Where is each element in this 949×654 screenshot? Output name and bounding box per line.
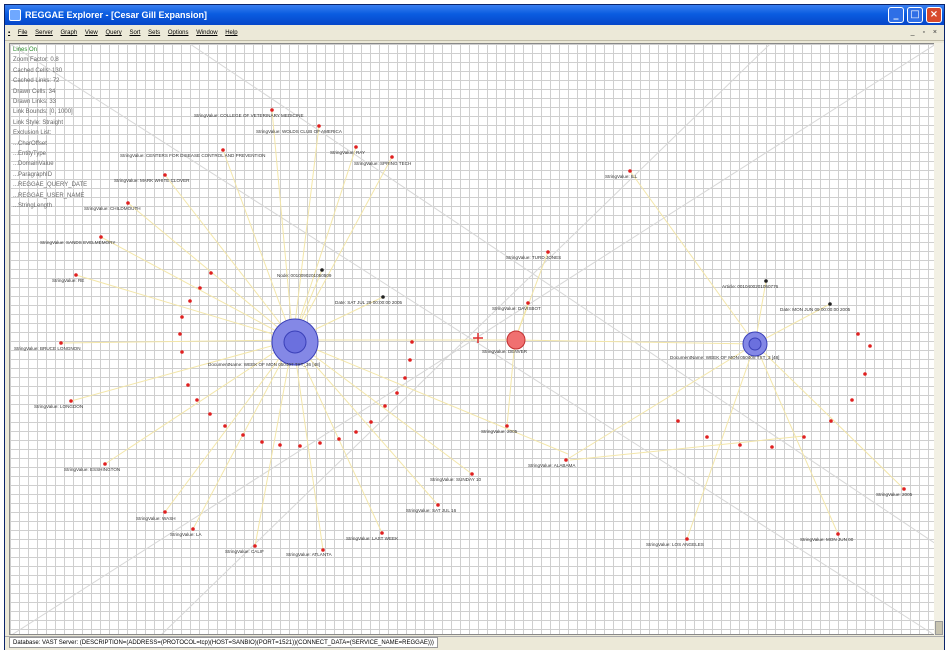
menu-sort[interactable]: Sort [129,30,141,36]
node-label[interactable]: StringValue: LAST WEEK [346,536,399,541]
status-text: Database: VAST Server: (DESCRIPTION=(ADD… [9,637,438,648]
menu-view[interactable]: View [84,30,98,36]
hub-right-label[interactable]: DocumentName: WEEK OF MON 050408 TXT_3 [… [670,355,779,360]
node-label[interactable]: StringValue: SANDS EVELMEMORY [40,240,115,245]
node-label[interactable]: StringValue: 2005 [876,492,913,497]
node-label[interactable]: StringValue: CHILDMOUTH [84,206,141,211]
mdi-window-controls[interactable]: _ ▫ × [910,29,940,36]
window-title: REGGAE Explorer - [Cesar Gill Expansion] [25,10,208,20]
nodes [59,108,906,552]
node-label[interactable]: StringValue: BRUCE LONGNON [14,346,81,351]
vertical-scrollbar[interactable] [934,43,944,635]
info-line: Drawn Cells: 34 [13,88,56,95]
node-label[interactable]: Node: 0010090201050509 [277,273,332,278]
info-line: Lines On [13,47,38,53]
node-label[interactable]: StringValue: RE [52,278,84,283]
crosshair-icon [473,333,483,343]
hub-left[interactable] [271,318,319,366]
node-labels: StringValue: COLLEGE OF VETERINARY MEDIC… [14,113,913,557]
node-label[interactable]: StringValue: ILL [605,174,638,179]
hub-middle[interactable] [506,330,526,350]
info-line: ...REGGAE_QUERY_DATE [13,182,88,189]
maximize-button[interactable]: □ [907,7,923,23]
status-bar: Database: VAST Server: (DESCRIPTION=(ADD… [5,636,944,650]
mdi-document-icon[interactable]: ▪ [8,30,11,36]
info-line: Cached Links: 72 [13,78,60,85]
info-line: ...CharOffset [13,140,47,147]
menu-server[interactable]: Server [35,30,53,36]
info-line: ...REGGAE_USER_NAME [13,192,85,199]
node-label[interactable]: StringValue: MARK WHITE CLOVER [114,178,190,183]
node-label[interactable]: StringValue: CALIF [225,549,264,554]
node-label[interactable]: StringValue: SUNDAY 10 [430,477,482,482]
node-label[interactable]: Date: MON JUN 09 00:00:00 2005 [780,307,851,312]
info-line: Drawn Links: 33 [13,99,57,106]
node-label[interactable]: StringValue: LOS ANGELES [646,542,704,547]
menu-help[interactable]: Help [225,30,238,36]
node-label[interactable]: StringValue: MON JUN 00 [800,537,854,542]
node-label[interactable]: StringValue: TURD JONES [506,255,561,260]
hub-left-label[interactable]: DocumentName: WEEK OF MON 050407 TXT_36 … [208,362,320,367]
black-nodes [320,268,832,306]
scrollbar-thumb[interactable] [935,621,943,635]
info-line: ...StringLength [13,203,53,210]
title-bar[interactable]: REGGAE Explorer - [Cesar Gill Expansion]… [5,5,944,25]
graph-svg[interactable]: StringValue: COLLEGE OF VETERINARY MEDIC… [10,44,935,635]
menu-window[interactable]: Window [196,30,218,36]
info-line: Link Bounds: [0, 1000] [13,109,73,116]
node-label[interactable]: Article: 0010400201050776 [722,284,779,289]
graph-canvas[interactable]: StringValue: COLLEGE OF VETERINARY MEDIC… [9,43,935,635]
menu-graph[interactable]: Graph [60,30,78,36]
graph-info-panel: Lines On Zoom Factor: 0.8 Cached Cells: … [13,45,87,212]
info-line: ...DomainValue [13,161,54,168]
menu-query[interactable]: Query [105,30,122,36]
minimize-button[interactable]: _ [888,7,904,23]
menu-sets[interactable]: Sets [148,30,161,36]
node-label[interactable]: StringValue: ATLANTA [286,552,333,557]
node-label[interactable]: StringValue: SPRING TECH [354,161,411,166]
node-label[interactable]: StringValue: LA [170,532,203,537]
node-label[interactable]: StringValue: RAY [330,150,365,155]
app-icon [9,9,21,21]
info-line: Exclusion List: [13,130,52,137]
node-label[interactable]: StringValue: WOLDS CLUB OF AMERICA [256,129,343,134]
node-label[interactable]: StringValue: SAT JUL 16 [406,508,457,513]
node-label[interactable]: StringValue: CENTERS FOR DISEASE CONTROL… [120,153,266,158]
info-line: Cached Cells: 130 [13,67,63,74]
menu-bar: ▪ File Server Graph View Query Sort Sets… [5,25,944,41]
info-line: ...EntityType [13,151,47,158]
node-label[interactable]: StringValue: WASH [136,516,176,521]
hub-right[interactable] [742,331,768,357]
node-label[interactable]: StringValue: 2005 [481,429,518,434]
info-line: ...ParagraphID [13,171,53,178]
close-button[interactable]: × [926,7,942,23]
node-label[interactable]: StringValue: DAVISBOT [492,306,541,311]
node-label[interactable]: StringValue: ESSHINGTON [64,467,120,472]
node-label[interactable]: StringValue: COLLEGE OF VETERINARY MEDIC… [194,113,304,118]
edges [60,109,905,551]
info-line: Zoom Factor: 0.8 [13,57,59,64]
node-label[interactable]: StringValue: LONGDON [34,404,83,409]
hub-middle-label[interactable]: StringValue: DENVER [482,349,528,354]
node-label[interactable]: Date: SAT JUL 29 00:00:00 2005 [335,300,403,305]
app-window: REGGAE Explorer - [Cesar Gill Expansion]… [4,4,945,650]
node-label[interactable]: StringValue: ALABAMA [528,463,576,468]
menu-options[interactable]: Options [167,30,189,36]
info-line: Link Style: Straight [13,119,64,126]
menu-file[interactable]: File [17,30,28,36]
